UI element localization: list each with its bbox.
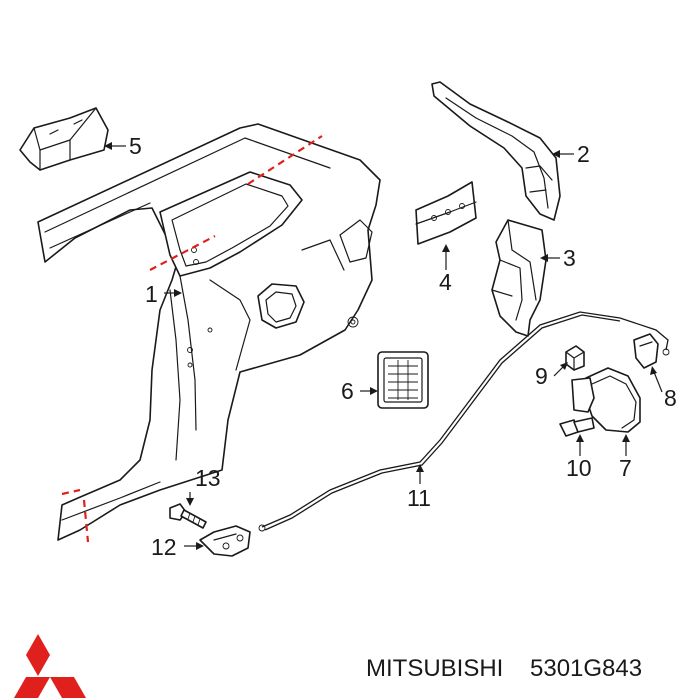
part-12-latch <box>199 525 251 557</box>
callout-3: 3 <box>563 245 576 271</box>
part-13-bolt <box>169 503 207 529</box>
callout-5: 5 <box>129 133 142 159</box>
part-9-clip <box>565 345 585 371</box>
part-4-bracket <box>415 181 477 245</box>
callout-12: 12 <box>151 534 177 560</box>
callout-1: 1 <box>145 281 158 307</box>
callout-9: 9 <box>535 363 548 389</box>
part-10-bolt <box>559 417 595 437</box>
part-6-vent-grille <box>377 351 429 409</box>
callout-4: 4 <box>439 269 452 295</box>
callout-10: 10 <box>566 455 592 481</box>
cut-line-roof <box>247 135 323 185</box>
part-5-bracket <box>19 107 109 171</box>
callout-7: 7 <box>619 455 632 481</box>
leader-lines <box>104 142 663 550</box>
callout-13: 13 <box>195 465 221 491</box>
caption-part-number: 5301G843 <box>530 655 642 682</box>
callout-11: 11 <box>407 485 431 511</box>
part-8-actuator <box>633 333 659 369</box>
caption-brand: MITSUBISHI <box>366 655 503 682</box>
part-1-quarter-panel <box>37 123 381 543</box>
callout-6: 6 <box>341 378 354 404</box>
part-11-cable <box>258 311 670 532</box>
cut-line-rocker-a <box>61 488 81 496</box>
part-2-reinforcement <box>431 81 561 221</box>
cut-line-pillar <box>149 235 216 271</box>
part-3-reinforcement <box>491 219 547 337</box>
callout-8: 8 <box>664 385 677 411</box>
callout-labels: 1 2 3 4 5 6 7 8 9 10 11 12 13 <box>129 133 677 560</box>
callout-2: 2 <box>577 141 590 167</box>
part-7-fuel-door <box>571 367 641 433</box>
mitsubishi-logo-icon <box>14 634 86 698</box>
